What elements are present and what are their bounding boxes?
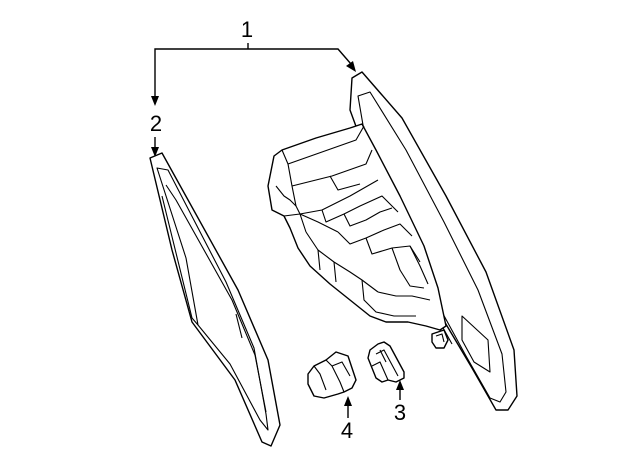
callout-4-leader <box>344 396 352 418</box>
callout-2-label: 2 <box>150 111 162 136</box>
lamp-assembly <box>267 71 518 411</box>
bulb <box>307 351 357 399</box>
lens-gasket <box>149 152 281 447</box>
bulb-socket <box>367 341 405 383</box>
callout-4-label: 4 <box>341 418 353 443</box>
callout-1-label: 1 <box>241 17 253 42</box>
callout-1-leader <box>151 43 356 106</box>
callout-2-leader <box>151 137 159 157</box>
callout-3-leader <box>396 380 404 400</box>
callout-3-label: 3 <box>394 400 406 425</box>
